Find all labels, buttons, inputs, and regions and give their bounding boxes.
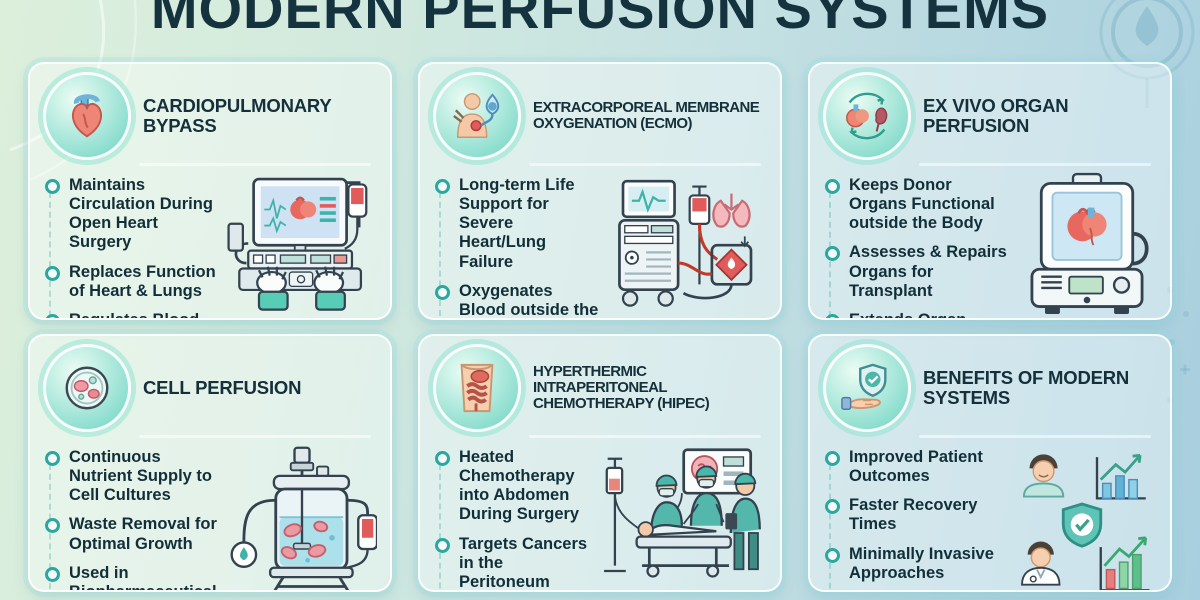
- card-title: CARDIOPULMONARY BYPASS: [143, 95, 332, 136]
- bullet-list: Improved Patient Outcomes Faster Recover…: [823, 448, 1001, 590]
- bullet-ring-icon: [825, 179, 840, 194]
- operating-room-illustration: [595, 444, 767, 584]
- card-body: Improved Patient Outcomes Faster Recover…: [823, 444, 1157, 590]
- card-body: Continuous Nutrient Supply to Cell Cultu…: [43, 444, 377, 590]
- bullet-item: Assesses & Repairs Organs for Transplant: [825, 243, 1011, 300]
- bioreactor-illustration: [227, 444, 377, 590]
- bullet-ring-icon: [435, 537, 450, 553]
- bullet-ring-icon: [825, 547, 840, 563]
- card-cardiopulmonary-bypass: CARDIOPULMONARY BYPASS Maintains Circula…: [28, 62, 392, 320]
- card-benefits: BENEFITS OF MODERN SYSTEMS Improved Pati…: [808, 334, 1172, 592]
- bullet-list: Continuous Nutrient Supply to Cell Cultu…: [43, 448, 221, 590]
- bullet-list: Keeps Donor Organs Functional outside th…: [823, 176, 1011, 318]
- bullet-ring-icon: [45, 313, 60, 318]
- card-body: Heated Chemotherapy into Abdomen During …: [433, 444, 767, 590]
- bullet-ring-icon: [825, 246, 840, 262]
- title-divider: [139, 435, 371, 438]
- card-title: CELL PERFUSION: [143, 377, 302, 399]
- card-body: Maintains Circulation During Open Heart …: [43, 172, 377, 318]
- bullet-ring-icon: [825, 313, 840, 318]
- title-divider: [139, 163, 371, 166]
- bullet-item: Long-term Life Support for Severe Heart/…: [435, 176, 601, 272]
- bullet-ring-icon: [45, 451, 60, 466]
- ecmo-machine-illustration: [607, 172, 767, 314]
- bullet-ring-icon: [435, 451, 450, 466]
- bullet-item: Targets Cancers in the Peritoneum: [435, 535, 589, 590]
- card-title: EX VIVO ORGAN PERFUSION: [923, 95, 1069, 136]
- heart-icon: [43, 72, 131, 160]
- organ-cycle-icon: [823, 72, 911, 160]
- bullet-ring-icon: [45, 566, 60, 582]
- cards-grid: CARDIOPULMONARY BYPASS Maintains Circula…: [28, 62, 1172, 592]
- bullet-list: Long-term Life Support for Severe Heart/…: [433, 176, 601, 318]
- card-header: BENEFITS OF MODERN SYSTEMS: [823, 344, 1157, 432]
- card-header: CARDIOPULMONARY BYPASS: [43, 72, 377, 160]
- heart-lung-machine-illustration: [225, 172, 377, 314]
- card-title: EXTRACORPOREAL MEMBRANE OXYGENATION (ECM…: [533, 99, 760, 132]
- organ-perfusion-chamber-illustration: [1017, 172, 1157, 317]
- bullet-item: Heated Chemotherapy into Abdomen During …: [435, 448, 589, 525]
- bullet-item: Replaces Function of Heart & Lungs: [45, 263, 219, 301]
- bullet-ring-icon: [435, 284, 450, 300]
- bullet-item: Maintains Circulation During Open Heart …: [45, 176, 219, 253]
- card-header: EXTRACORPOREAL MEMBRANE OXYGENATION (ECM…: [433, 72, 767, 160]
- bullet-ring-icon: [45, 518, 60, 534]
- card-ex-vivo-organ-perfusion: EX VIVO ORGAN PERFUSION Keeps Donor Orga…: [808, 62, 1172, 320]
- bullet-item: Oxygenates Blood outside the Body: [435, 282, 601, 318]
- title-divider: [529, 163, 761, 166]
- petri-dish-icon: [43, 344, 131, 432]
- bullet-item: Continuous Nutrient Supply to Cell Cultu…: [45, 448, 221, 505]
- bullet-ring-icon: [45, 179, 60, 194]
- card-title: BENEFITS OF MODERN SYSTEMS: [923, 367, 1130, 408]
- card-header: HYPERTHERMIC INTRAPERITONEAL CHEMOTHERAP…: [433, 344, 767, 432]
- bullet-ring-icon: [45, 265, 60, 281]
- card-cell-perfusion: CELL PERFUSION Continuous Nutrient Suppl…: [28, 334, 392, 592]
- bullet-ring-icon: [825, 451, 840, 466]
- bullet-item: Improved Patient Outcomes: [825, 448, 1001, 486]
- bullet-list: Heated Chemotherapy into Abdomen During …: [433, 448, 589, 590]
- oxygen-mask-patient-icon: [433, 72, 521, 160]
- bullet-item: Keeps Donor Organs Functional outside th…: [825, 176, 1011, 233]
- bullet-item: Faster Recovery Times: [825, 496, 1001, 534]
- bullet-item: Regulates Blood Flow, Oxygen, & Temperat…: [45, 311, 219, 318]
- card-header: EX VIVO ORGAN PERFUSION: [823, 72, 1157, 160]
- card-title: HYPERTHERMIC INTRAPERITONEAL CHEMOTHERAP…: [533, 363, 710, 412]
- card-body: Keeps Donor Organs Functional outside th…: [823, 172, 1157, 318]
- title-divider: [529, 435, 761, 438]
- hand-shield-icon: [823, 344, 911, 432]
- bullet-list: Maintains Circulation During Open Heart …: [43, 176, 219, 318]
- bullet-item: Minimally Invasive Approaches: [825, 545, 1001, 583]
- card-hipec: HYPERTHERMIC INTRAPERITONEAL CHEMOTHERAP…: [418, 334, 782, 592]
- bullet-ring-icon: [435, 179, 450, 194]
- card-header: CELL PERFUSION: [43, 344, 377, 432]
- card-body: Long-term Life Support for Severe Heart/…: [433, 172, 767, 318]
- title-divider: [919, 435, 1151, 438]
- bullet-ring-icon: [825, 499, 840, 515]
- bullet-item: Extends Organ Preservation Time: [825, 311, 1011, 318]
- benefits-collage-illustration: [1007, 444, 1157, 590]
- bullet-item: Used in Biopharmaceutical Production: [45, 564, 221, 590]
- card-ecmo: EXTRACORPOREAL MEMBRANE OXYGENATION (ECM…: [418, 62, 782, 320]
- bullet-item: Waste Removal for Optimal Growth: [45, 515, 221, 553]
- abdomen-icon: [433, 344, 521, 432]
- page-title: MODERN PERFUSION SYSTEMS: [150, 0, 1050, 40]
- title-divider: [919, 163, 1151, 166]
